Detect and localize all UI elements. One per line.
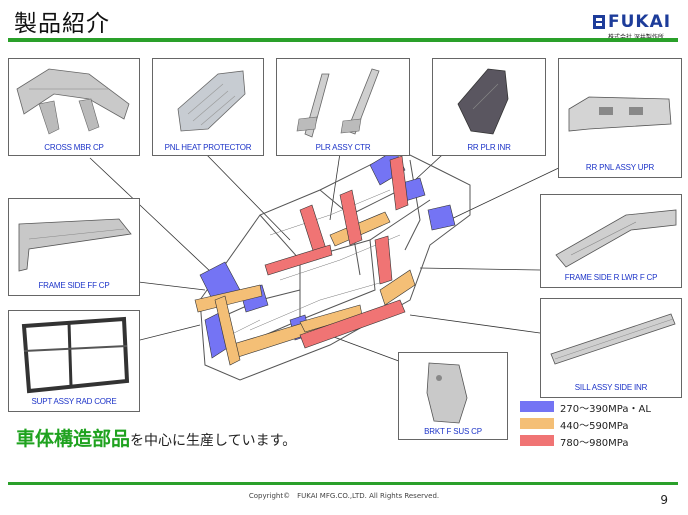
caption-rest: を中心に生産しています。 (130, 433, 297, 449)
rr-plr-inr-image (457, 68, 509, 135)
brkt-f-sus-cp-image (426, 362, 468, 424)
part-box-plr-assy-ctr: PLR ASSY CTR (276, 58, 410, 156)
supt-assy-rad-core-image (21, 316, 130, 394)
part-box-sill-assy-side-inr: SILL ASSY SIDE INR (540, 298, 682, 398)
part-label: PNL HEAT PROTECTOR (164, 143, 252, 152)
part-label: RR PNL ASSY UPR (585, 163, 655, 172)
legend-swatch (520, 401, 554, 412)
part-box-frame-side-ff-cp: FRAME SIDE FF CP (8, 198, 140, 296)
part-label: RR PLR INR (467, 143, 511, 152)
part-box-brkt-f-sus-cp: BRKT F SUS CP (398, 352, 508, 440)
company-logo: FUKAI 株式会社 深井製作所 (592, 12, 682, 42)
slide-title: 製品紹介 (14, 11, 110, 37)
sill-assy-side-inr-image (550, 313, 676, 365)
title-underline (8, 38, 678, 42)
page-number: 9 (660, 493, 668, 507)
legend-item: 440～590MPa (520, 417, 688, 432)
part-label: FRAME SIDE R LWR F CP (564, 273, 658, 282)
logo-brand-text: FUKAI (608, 12, 672, 32)
legend-swatch (520, 418, 554, 429)
part-label: SILL ASSY SIDE INR (574, 383, 648, 392)
part-label: BRKT F SUS CP (424, 427, 482, 436)
part-box-rr-pnl-assy-upr: RR PNL ASSY UPR (558, 58, 682, 178)
legend-label: 440～590MPa (560, 421, 629, 432)
frame-side-r-lwr-f-cp-image (555, 209, 677, 268)
legend-item: 270～390MPa・AL (520, 400, 688, 415)
caption-emphasis: 車体構造部品 (16, 428, 131, 450)
part-box-supt-assy-rad-core: SUPT ASSY RAD CORE (8, 310, 140, 412)
part-label: CROSS MBR CP (44, 143, 104, 152)
rr-pnl-assy-upr-image (568, 96, 672, 132)
part-label: SUPT ASSY RAD CORE (31, 397, 117, 406)
pnl-heat-protector-image (177, 70, 246, 132)
legend-label: 270～390MPa・AL (560, 404, 651, 415)
logo-mark-icon (593, 15, 605, 29)
part-box-rr-plr-inr: RR PLR INR (432, 58, 546, 156)
part-box-pnl-heat-protector: PNL HEAT PROTECTOR (152, 58, 264, 156)
legend-label: 780～980MPa (560, 438, 629, 449)
legend-item: 780～980MPa (520, 434, 688, 449)
part-box-frame-side-r-lwr-f-cp: FRAME SIDE R LWR F CP (540, 194, 682, 288)
legend-swatch (520, 435, 554, 446)
part-box-cross-mbr-cp: CROSS MBR CP (8, 58, 140, 156)
frame-side-ff-cp-image (18, 218, 132, 272)
cross-mbr-cp-image (16, 68, 130, 135)
part-label: PLR ASSY CTR (315, 143, 371, 152)
copyright-text: Copyright© FUKAI MFG.CO.,LTD. All Rights… (248, 492, 440, 500)
caption: 車体構造部品を中心に生産しています。 (16, 424, 296, 451)
plr-assy-ctr-image (296, 68, 380, 138)
logo-subtitle-text: 株式会社 深井製作所 (608, 32, 664, 41)
footer-divider (8, 482, 678, 485)
part-label: FRAME SIDE FF CP (38, 281, 110, 290)
